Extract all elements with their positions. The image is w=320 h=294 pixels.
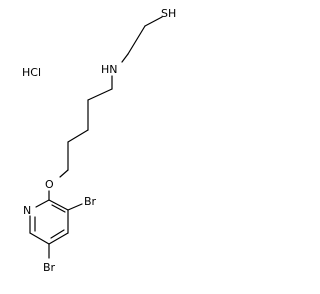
bond-c4-c5ring-double: [50, 229, 65, 239]
bond-s-c: [144, 16, 163, 27]
salt-label: HCl: [22, 66, 41, 79]
bond-c5-o: [59, 169, 69, 178]
structure-canvas: SH HN O N Br Br HCl: [22, 7, 176, 274]
bond-c-c-ethyl: [127, 25, 146, 55]
ether-oxygen-label: O: [45, 178, 54, 191]
molecule-drawing: SH HN O N Br Br HCl: [22, 7, 176, 274]
bromine-3-label: Br: [84, 195, 97, 208]
thiol-label: SH: [161, 7, 176, 20]
pyridine-nitrogen-label: N: [23, 204, 31, 217]
bond-c4-c5ring: [48, 232, 69, 245]
bond-c2-c3ring: [48, 199, 69, 211]
amine-label: HN: [101, 63, 118, 76]
bond-c2-c3ring-double: [51, 204, 66, 213]
bond-c3-c4: [67, 129, 89, 143]
bond-n-c2: [35, 199, 50, 208]
bond-c3-br: [67, 203, 83, 211]
bond-c5-c6ring: [29, 232, 50, 245]
bromine-5-label: Br: [43, 261, 56, 274]
bond-lines: [29, 16, 163, 259]
bond-c1-c2: [87, 88, 113, 101]
bond-c-n: [121, 53, 129, 63]
